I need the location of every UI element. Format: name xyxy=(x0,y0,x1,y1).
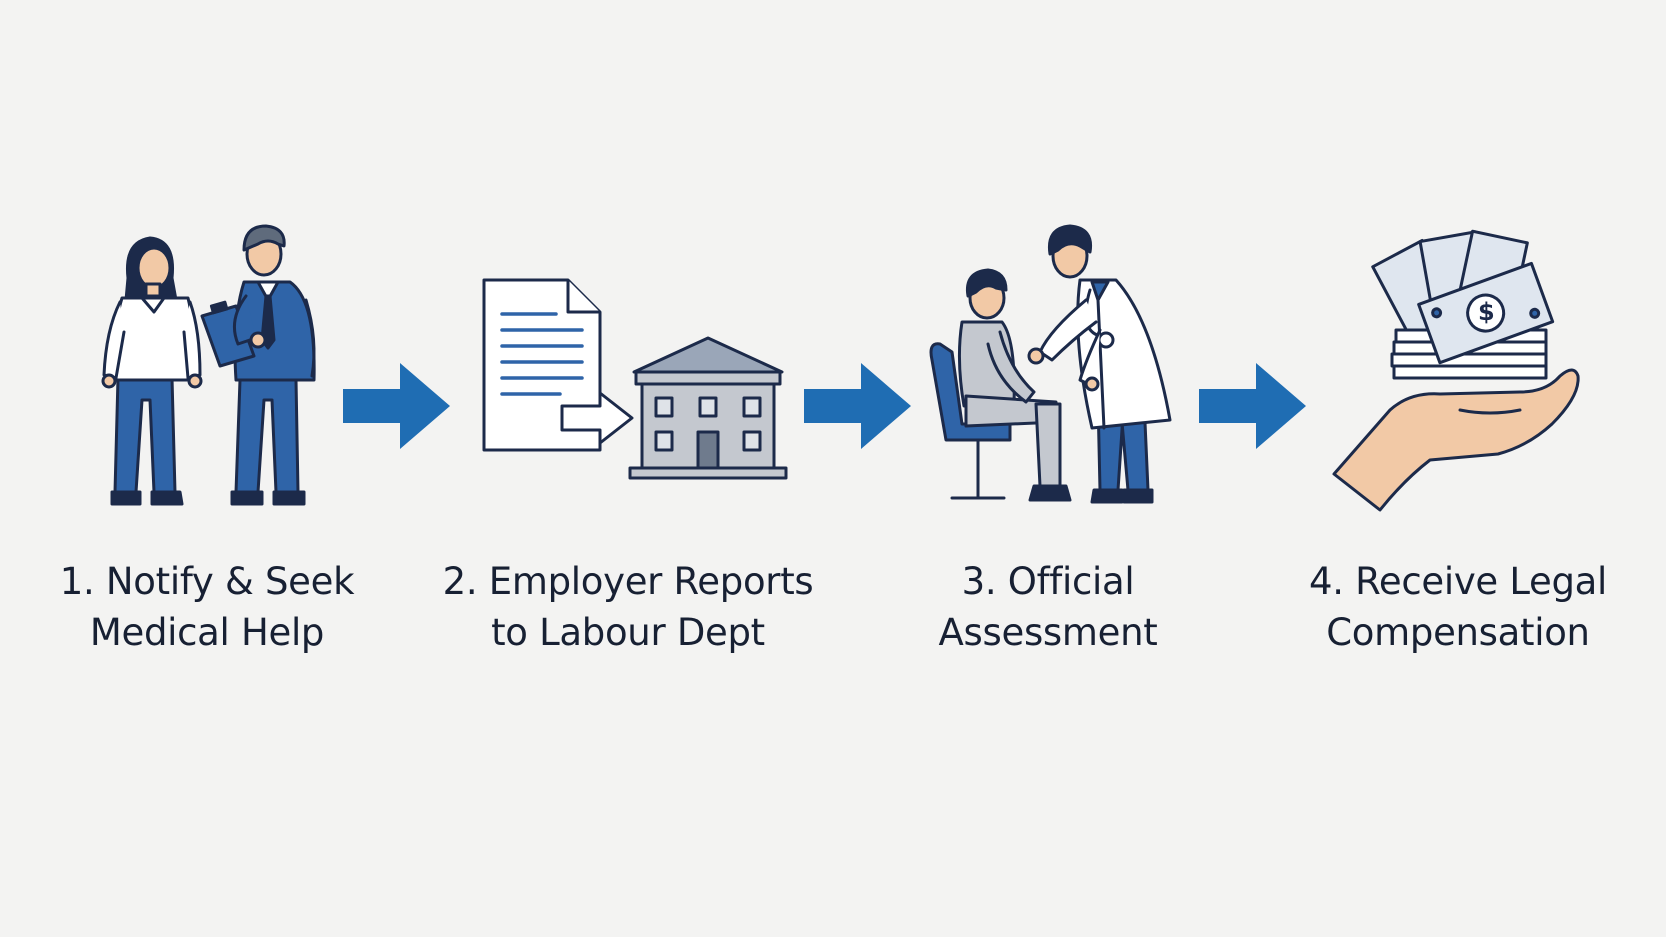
patient-in-chair-icon xyxy=(929,268,1072,502)
submit-arrow-icon xyxy=(560,391,634,445)
step-1-label: 1. Notify & Seek Medical Help xyxy=(0,556,417,658)
step-2-label: 2. Employer Reports to Labour Dept xyxy=(418,556,838,658)
arrow-3-to-4 xyxy=(1199,363,1306,449)
man-with-clipboard-icon xyxy=(200,224,316,506)
step-3-line-2: Assessment xyxy=(938,611,1158,654)
step-1-line-2: Medical Help xyxy=(89,611,325,654)
doctor-icon xyxy=(1027,224,1172,504)
step-2-line-1: 2. Employer Reports xyxy=(442,560,814,603)
woman-icon xyxy=(101,236,203,506)
step-2-line-2: to Labour Dept xyxy=(491,611,765,654)
hand-with-money-icon: $ xyxy=(1332,229,1580,512)
step-4-line-1: 4. Receive Legal xyxy=(1308,560,1608,603)
dollar-sign-icon: $ xyxy=(1478,298,1495,326)
step-4-line-2: Compensation xyxy=(1326,611,1590,654)
arrow-2-to-3 xyxy=(804,363,911,449)
step-4-label: 4. Receive Legal Compensation xyxy=(1248,556,1666,658)
government-building-icon xyxy=(628,336,788,480)
step-1-line-1: 1. Notify & Seek xyxy=(59,560,355,603)
step-3-label: 3. Official Assessment xyxy=(838,556,1258,658)
arrow-1-to-2 xyxy=(343,363,450,449)
step-3-line-1: 3. Official xyxy=(961,560,1135,603)
